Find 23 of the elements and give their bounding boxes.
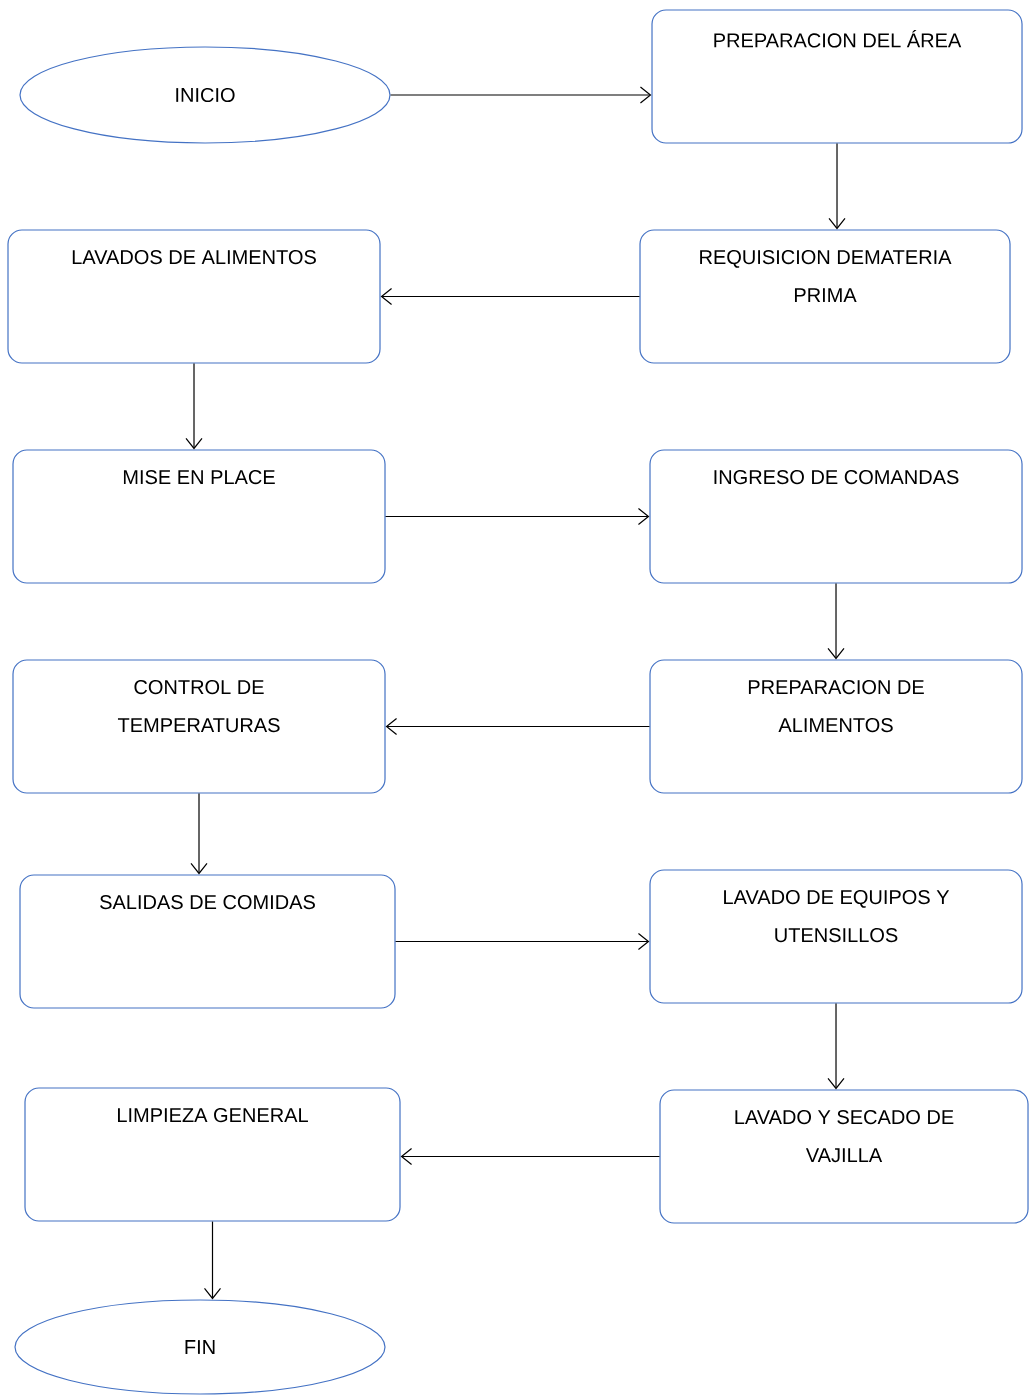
arrow	[400, 1147, 660, 1166]
arrow	[385, 717, 650, 736]
process-box: PREPARACION DE ALIMENTOS	[649, 659, 1023, 794]
arrow	[190, 793, 208, 875]
arrow	[380, 287, 640, 306]
process-box: LAVADO DE EQUIPOS Y UTENSILLOS	[649, 869, 1023, 1004]
arrow	[827, 583, 845, 660]
process-box: LAVADOS DE ALIMENTOS	[7, 229, 381, 364]
process-box: CONTROL DE TEMPERATURAS	[12, 659, 386, 794]
arrow	[185, 362, 203, 450]
arrow	[203, 1221, 222, 1300]
process-box: PREPARACION DEL ÁREA	[651, 9, 1023, 144]
process-box: MISE EN PLACE	[12, 449, 386, 584]
arrow	[395, 932, 650, 951]
process-box: SALIDAS DE COMIDAS	[19, 874, 396, 1009]
arrow	[385, 507, 650, 526]
arrow	[827, 1003, 845, 1090]
process-box: INGRESO DE COMANDAS	[649, 449, 1023, 584]
arrow	[390, 86, 652, 104]
arrow	[828, 143, 846, 230]
process-box: REQUISICION DEMATERIA PRIMA	[639, 229, 1011, 364]
process-box: LIMPIEZA GENERAL	[24, 1087, 401, 1222]
process-box: LAVADO Y SECADO DE VAJILLA	[659, 1089, 1029, 1224]
